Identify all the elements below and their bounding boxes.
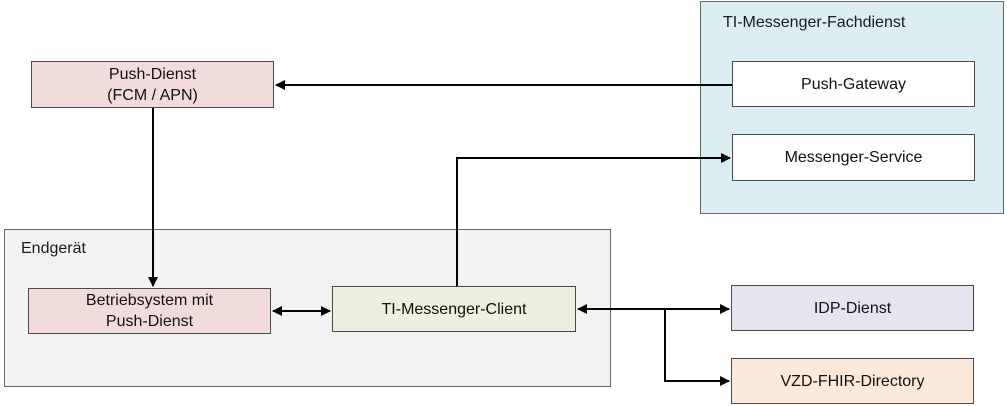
box-ti-messenger-client-label: TI-Messenger-Client	[381, 300, 527, 318]
box-push-dienst-line-1: Push-Dienst	[108, 65, 197, 83]
box-vzd-fhir-directory-label: VZD-FHIR-Directory	[780, 372, 925, 390]
box-push-dienst: Push-Dienst (FCM / APN)	[31, 61, 274, 108]
box-ti-messenger-client: TI-Messenger-Client	[332, 286, 576, 332]
box-vzd-fhir-directory: VZD-FHIR-Directory	[731, 358, 974, 404]
group-label-fachdienst: TI-Messenger-Fachdienst	[723, 14, 906, 31]
box-betriebssystem: Betriebsystem mit Push-Dienst	[28, 288, 271, 334]
group-label-endgeraet: Endgerät	[21, 240, 86, 257]
box-push-dienst-line-2: (FCM / APN)	[107, 86, 198, 104]
box-messenger-service-label: Messenger-Service	[784, 149, 923, 166]
group-ti-messenger-fachdienst: TI-Messenger-Fachdienst	[700, 1, 1004, 214]
box-messenger-service: Messenger-Service	[732, 134, 975, 181]
box-push-gateway: Push-Gateway	[732, 61, 975, 107]
box-idp-dienst: IDP-Dienst	[731, 285, 974, 331]
box-betriebssystem-line-2: Push-Dienst	[105, 313, 194, 330]
box-betriebssystem-line-1: Betriebsystem mit	[85, 292, 214, 309]
box-push-gateway-label: Push-Gateway	[801, 75, 906, 93]
box-idp-dienst-label: IDP-Dienst	[813, 299, 892, 317]
arrow-to-vzd-fhir-directory	[664, 309, 730, 386]
